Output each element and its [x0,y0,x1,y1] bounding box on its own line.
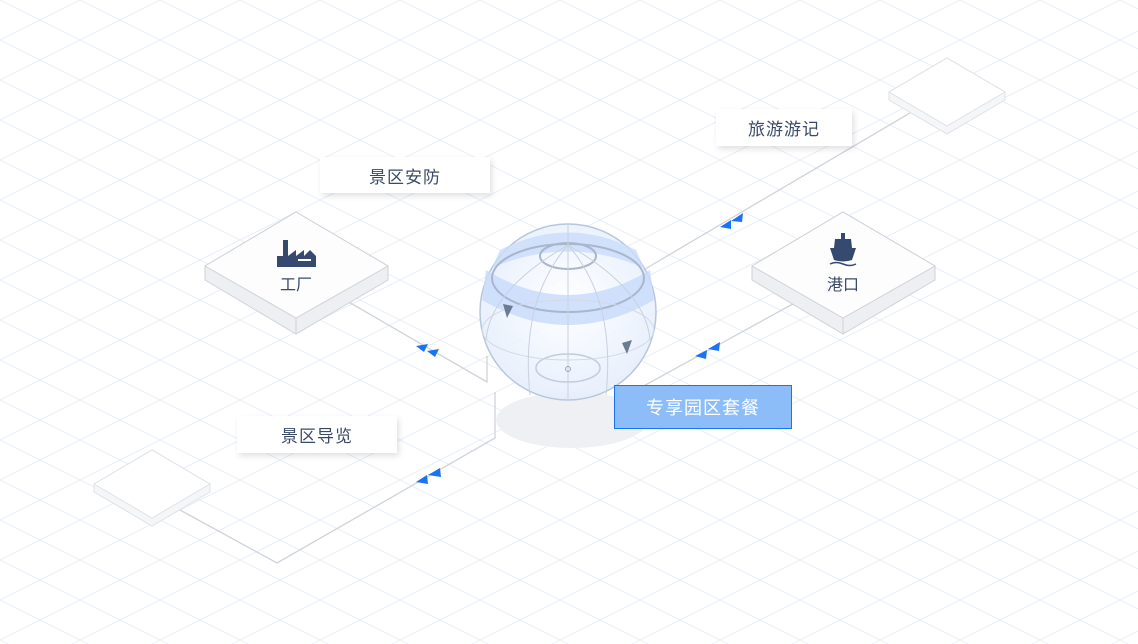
factory-node[interactable]: 工厂 [204,211,390,335]
arrow-icon [695,342,720,359]
globe-arrow-icon [503,304,513,318]
ship-icon [829,233,857,267]
line-guide-globe [179,392,496,564]
arrow-icon [416,468,441,484]
factory-label: 工厂 [280,275,312,294]
tile-bottom-left [93,449,211,527]
label-travel-notes[interactable]: 旅游游记 [716,109,852,146]
globe-shadow [496,392,648,448]
tile-top-right [888,57,1006,135]
exclusive-park-package-button[interactable]: 专享园区套餐 [614,385,792,429]
arrow-icon [416,344,439,357]
flow-arrows [416,213,743,484]
port-label: 港口 [827,275,859,294]
label-scenic-guide[interactable]: 景区导览 [237,416,397,453]
line-factory-globe [339,296,488,384]
arrow-icon [720,213,743,229]
port-node[interactable]: 港口 [751,211,937,335]
globe-arrow-icon [622,340,632,354]
globe-hub[interactable] [479,223,657,448]
factory-icon [277,240,316,267]
label-scenic-security[interactable]: 景区安防 [320,157,490,193]
line-travel-globe [639,109,916,273]
